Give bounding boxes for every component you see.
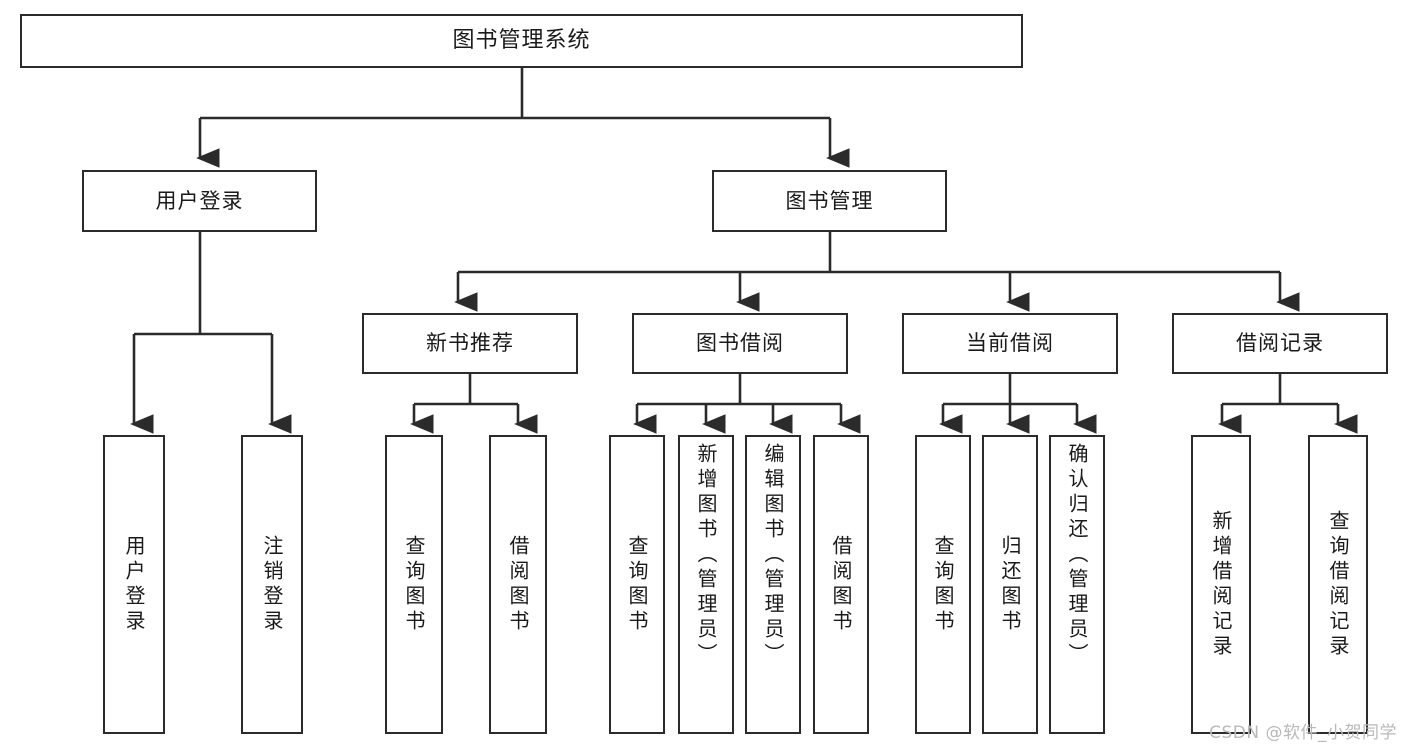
node-leaf-user-login[interactable]: 用户登录 [103,435,165,734]
node-leaf-logout-login[interactable]: 注销登录 [241,435,303,734]
node-leaf-edit-book[interactable]: 编辑图书（管理员） [745,435,801,734]
csdn-watermark: CSDN @软件_小贺同学 [1209,723,1397,743]
node-current-borrow[interactable]: 当前借阅 [902,313,1118,374]
node-leaf-query-record[interactable]: 查询借阅记录 [1308,435,1368,734]
node-label: 图书借阅 [696,331,784,356]
node-label: 新书推荐 [426,331,514,356]
node-leaf-query-book-3[interactable]: 查询图书 [915,435,971,734]
node-label: 查询图书 [931,534,955,635]
node-label: 用户登录 [122,534,146,635]
node-label: 查询借阅记录 [1326,509,1350,660]
node-label: 归还图书 [998,534,1022,635]
node-label: 图书管理 [785,188,874,213]
node-label: 新增图书（管理员） [694,443,718,668]
node-book-borrow[interactable]: 图书借阅 [632,313,848,374]
node-label: 图书管理系统 [452,28,591,54]
node-label: 借阅记录 [1236,331,1324,356]
node-leaf-query-book-2[interactable]: 查询图书 [609,435,665,734]
node-label: 用户登录 [155,188,244,213]
node-label: 借阅图书 [506,534,530,635]
node-borrow-record[interactable]: 借阅记录 [1172,313,1388,374]
node-leaf-add-record[interactable]: 新增借阅记录 [1191,435,1251,734]
node-root-system[interactable]: 图书管理系统 [20,14,1023,68]
node-leaf-return-book[interactable]: 归还图书 [982,435,1038,734]
node-user-login[interactable]: 用户登录 [82,170,317,232]
node-label: 当前借阅 [966,331,1054,356]
node-book-management[interactable]: 图书管理 [712,170,947,232]
node-label: 注销登录 [260,534,284,635]
node-leaf-confirm-return[interactable]: 确认归还（管理员） [1049,435,1105,734]
node-label: 借阅图书 [829,534,853,635]
node-label: 查询图书 [625,534,649,635]
node-new-book-recommend[interactable]: 新书推荐 [362,313,578,374]
node-label: 编辑图书（管理员） [761,443,785,668]
node-leaf-add-book[interactable]: 新增图书（管理员） [678,435,734,734]
node-leaf-borrow-book-1[interactable]: 借阅图书 [489,435,547,734]
node-label: 新增借阅记录 [1209,509,1233,660]
node-label: 确认归还（管理员） [1065,443,1089,668]
node-label: 查询图书 [402,534,426,635]
node-leaf-borrow-book-2[interactable]: 借阅图书 [813,435,869,734]
node-leaf-query-book-1[interactable]: 查询图书 [385,435,443,734]
